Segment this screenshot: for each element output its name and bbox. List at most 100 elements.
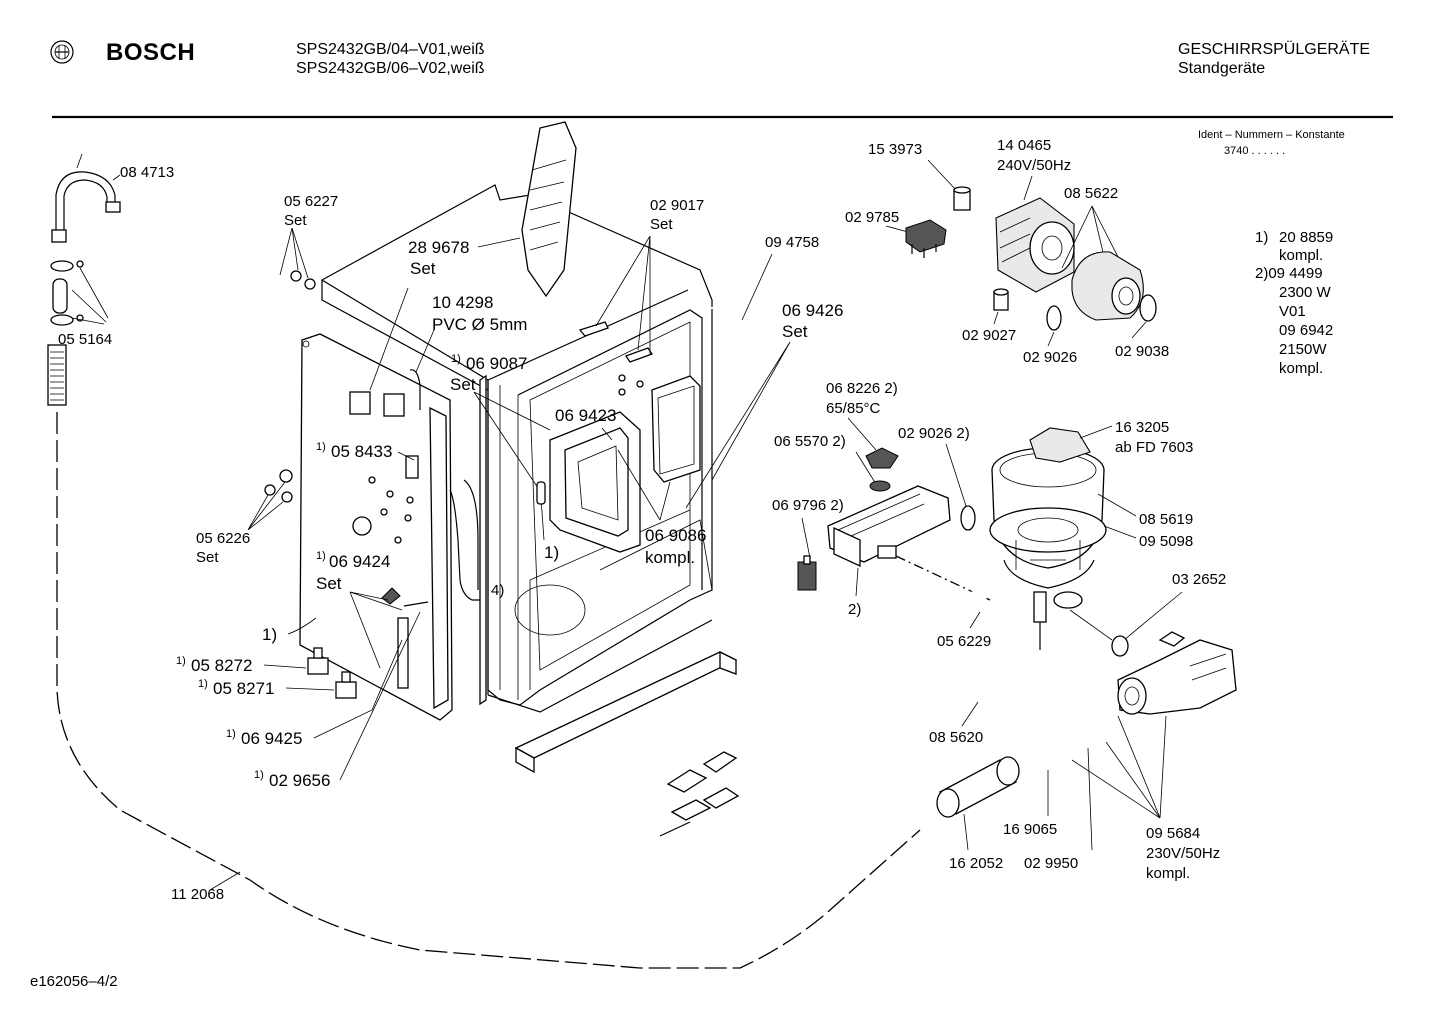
note-2-line2: V01 [1279,303,1306,320]
dispenser-part-069423 [549,411,641,553]
label-068226-t: 65/85°C [826,400,881,417]
thermostat-part-068226 [865,447,899,469]
label-065570: 06 5570 2) [774,433,846,450]
label-104298-pvc: PVC Ø 5mm [432,315,527,334]
hose-bracket-part [51,153,121,243]
label-two: 2) [848,601,861,618]
model-line-1: SPS2432GB/04–V01,weiß [296,41,485,58]
label-069425-sup: 1) [226,728,236,740]
seal-ring-032652 [1111,635,1129,657]
tube-part-162052 [936,756,1020,818]
cap-part-153973 [953,186,971,211]
label-095684-k: kompl. [1146,865,1190,882]
note-1-sub: kompl. [1279,247,1323,264]
label-058271: 05 8271 [213,679,274,698]
label-056229: 05 6229 [937,633,991,650]
clip-brackets-group [659,751,740,837]
label-058433: 05 8433 [331,442,392,461]
label-029950: 02 9950 [1024,855,1078,872]
label-029785: 02 9785 [845,209,899,226]
label-056227: 05 6227 [284,193,338,210]
note-2-line3: 09 6942 [1279,322,1333,339]
note-2-line1: 2300 W [1279,284,1332,301]
hose-part-085620 [964,646,1039,699]
label-069426-set: Set [782,322,808,341]
label-095684: 09 5684 [1146,825,1200,842]
label-069425: 06 9425 [241,729,302,748]
label-095684-v: 230V/50Hz [1146,845,1220,862]
label-029026: 02 9026 [1023,349,1077,366]
label-029026b: 02 9026 2) [898,425,970,442]
sump-filter-part [989,427,1107,609]
connector-part-029785 [905,219,947,258]
label-069087-set: Set [450,375,476,394]
pump-housing-part [1071,251,1144,321]
bosch-logo-icon [50,40,74,64]
small-part-tub [536,481,546,505]
label-056227-set: Set [284,212,307,229]
base-rail-part [514,650,738,774]
seal-ring-029026b [960,505,976,531]
switch-part-058271 [335,671,357,699]
label-169065: 16 9065 [1003,821,1057,838]
drain-hose-part [47,344,67,406]
door-seal-part [699,306,759,641]
label-140465-v: 240V/50Hz [997,157,1071,174]
mounting-clips-029017 [578,321,653,396]
model-line-2: SPS2432GB/06–V02,weiß [296,60,485,77]
label-055164: 05 5164 [58,331,112,348]
label-069426: 06 9426 [782,301,843,320]
label-085620: 08 5620 [929,729,983,746]
label-069796: 06 9796 2) [772,497,844,514]
label-four: 4) [491,582,504,599]
label-162052: 16 2052 [949,855,1003,872]
category-subtitle: Standgeräte [1178,60,1265,77]
label-056226: 05 6226 [196,530,250,547]
label-140465: 14 0465 [997,137,1051,154]
bracket-part-069086 [651,375,701,483]
cap-part-029027 [993,288,1009,311]
label-058433-sup: 1) [316,441,326,453]
label-056226-set: Set [196,549,219,566]
note-2-line4: 2150W [1279,341,1327,358]
leader-112068 [209,871,241,891]
note-2-line5: kompl. [1279,360,1323,377]
label-058272-sup: 1) [176,655,186,667]
seal-ring-029038 [1139,294,1157,322]
side-panel-part [299,333,453,721]
label-069424: 06 9424 [329,552,390,571]
label-153973: 15 3973 [868,141,922,158]
label-058272: 05 8272 [191,656,252,675]
hose-part-056229 [964,589,1008,615]
dashed-cable-boundary [56,412,921,969]
ident-title: Ident – Nummern – Konstante [1198,129,1345,141]
label-069087: 06 9087 [466,354,527,373]
note-1-value: 20 8859 [1279,229,1333,246]
label-032652: 03 2652 [1172,571,1226,588]
label-029017-set: Set [650,216,673,233]
label-069086: 06 9086 [645,526,706,545]
label-084713: 08 4713 [120,164,174,181]
label-094758: 09 4758 [765,234,819,251]
category-title: GESCHIRRSPÜLGERÄTE [1178,40,1370,58]
footer-code: e162056–4/2 [30,973,118,990]
switch-part-069796 [797,555,817,591]
label-069423: 06 9423 [555,406,616,425]
seal-ring-029026 [1046,305,1062,331]
label-069424-set: Set [316,574,342,593]
label-one-tub: 1) [544,543,559,562]
gasket-part-065570 [869,480,891,492]
label-104298: 10 4298 [432,293,493,312]
hose-set-056226 [241,466,293,503]
label-029027: 02 9027 [962,327,1016,344]
label-289678-set: Set [410,259,436,278]
label-029656: 02 9656 [269,771,330,790]
label-163205-ab: ab FD 7603 [1115,439,1193,456]
label-112068: 11 2068 [171,886,224,903]
label-069086-kompl: kompl. [645,548,695,567]
pump-motor-part [995,197,1075,293]
heater-assembly-part [827,485,951,568]
label-069087-sup: 1) [451,353,461,365]
label-029656-sup: 1) [254,769,264,781]
